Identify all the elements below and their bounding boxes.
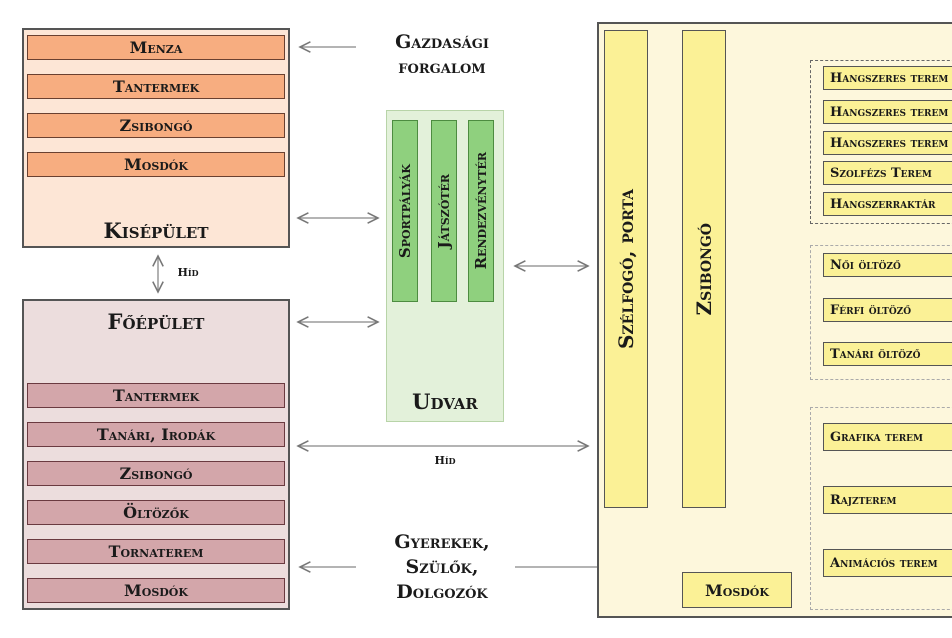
kis-room-zsibongo: Zsibongó [27, 113, 285, 138]
room-szolfezs: Szolfézs Terem [823, 161, 952, 185]
jatszoter-label: Játszótér [435, 173, 453, 249]
right-mosdok: Mosdók [682, 572, 792, 608]
art-rooms-group [810, 407, 952, 610]
room-animacios: Animációs terem [823, 549, 952, 577]
fo-room-zsibongo: Zsibongó [27, 461, 285, 486]
fo-room-tanari: Tanári, Irodák [27, 422, 285, 447]
changing-rooms-group [810, 245, 952, 380]
gazdasagi-line-1: Gazdasági [395, 31, 489, 53]
hid-label-vertical: Híd [177, 265, 199, 279]
udvar-area-sportpalyak: Sportpályák [392, 120, 418, 302]
kisepulet-title: Kisépület [103, 217, 209, 243]
gyerekek-szulok-dolgozok-label: Gyerekek, Szülők, Dolgozók [362, 530, 522, 610]
room-rajzterem: Rajzterem [823, 486, 952, 514]
room-hangszeres-1: Hangszeres terem [823, 66, 952, 90]
udvar-area-rendezvenyter: Rendezvénytér [468, 120, 494, 302]
gazdasagi-line-2: forgalom [398, 56, 486, 78]
udvar-area-jatszoter: Játszótér [431, 120, 457, 302]
room-ferfi-oltozo: Férfi öltöző [823, 298, 952, 322]
hid-label-horizontal: Híd [434, 453, 456, 467]
kis-room-mosdok: Mosdók [27, 152, 285, 177]
kisepulet-building [22, 28, 290, 248]
gyerekek-line-2: Szülők, [405, 556, 479, 578]
fo-room-tantermek: Tantermek [27, 383, 285, 408]
udvar-title: Udvar [412, 388, 478, 414]
foepulet-title: Főépület [107, 308, 205, 334]
fo-room-mosdok: Mosdók [27, 578, 285, 603]
sportpalyak-label: Sportpályák [396, 163, 414, 259]
kis-room-menza: Menza [27, 35, 285, 60]
kis-room-tantermek: Tantermek [27, 74, 285, 99]
szelfogo-porta-bar: Szélfogó, porta [604, 30, 648, 508]
zsibongo-label: Zsibongó [692, 222, 716, 316]
room-grafika: Grafika terem [823, 423, 952, 451]
room-tanari-oltozo: Tanári öltöző [823, 342, 952, 366]
zsibongo-bar: Zsibongó [682, 30, 726, 508]
fo-room-oltozok: Öltözők [27, 500, 285, 525]
gazdasagi-forgalom-label: Gazdasági forgalom [362, 30, 522, 84]
gyerekek-line-1: Gyerekek, [394, 531, 490, 553]
szelfogo-porta-label: Szélfogó, porta [614, 188, 638, 349]
room-hangszeres-3: Hangszeres terem [823, 131, 952, 155]
music-rooms-group [810, 60, 952, 224]
room-noi-oltozo: Női öltöző [823, 253, 952, 277]
gyerekek-line-3: Dolgozók [396, 581, 488, 603]
room-hangszerraktar: Hangszerraktár [823, 192, 952, 216]
room-hangszeres-2: Hangszeres terem [823, 100, 952, 124]
rendezvenyter-label: Rendezvénytér [472, 152, 490, 270]
fo-room-tornaterem: Tornaterem [27, 539, 285, 564]
